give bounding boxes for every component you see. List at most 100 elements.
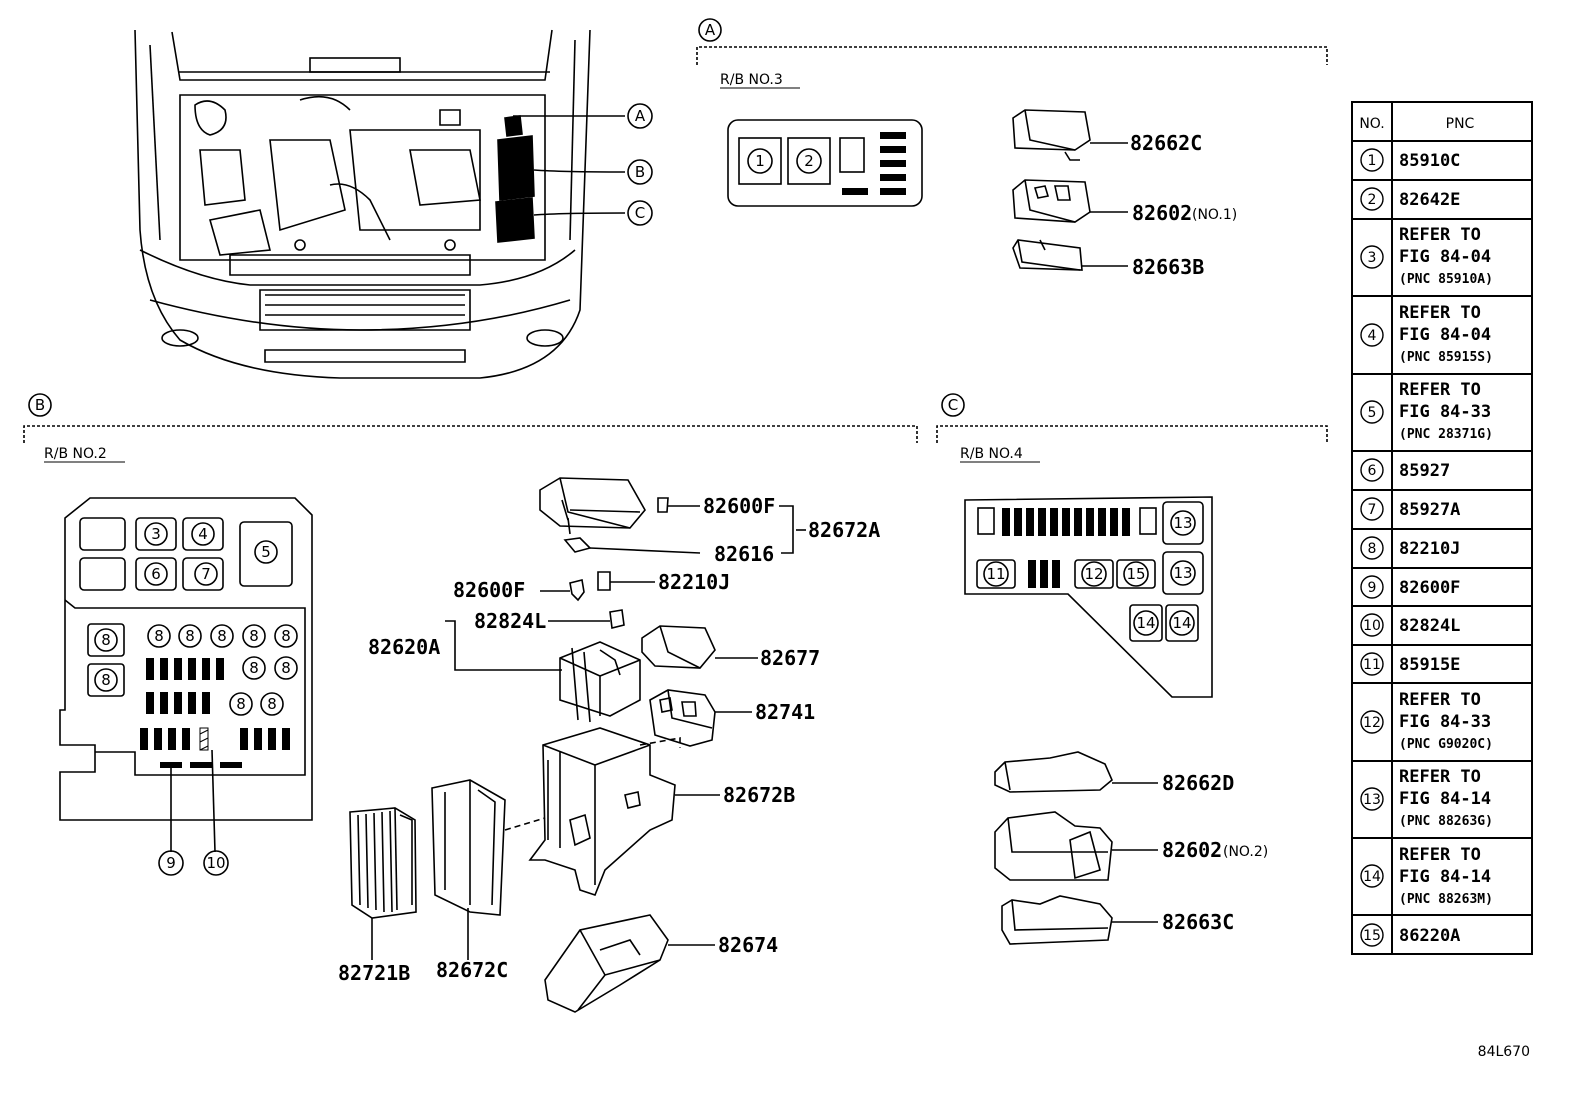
part-label-82677: 82677	[760, 646, 820, 670]
part-82600F-small-drawing	[569, 579, 585, 602]
part-label-82600F-top: 82600F	[703, 494, 775, 518]
section-b-title: R/B NO.2	[44, 446, 107, 462]
table-row: 3 REFER TO FIG 84-04 (PNC 85910A)	[1368, 225, 1493, 287]
part-82672B-housing-drawing	[528, 727, 676, 896]
box-number-14: 14	[1136, 614, 1155, 632]
row-number: 2	[1368, 192, 1377, 208]
box-number-8: 8	[101, 631, 111, 649]
part-82602-no2-drawing	[994, 811, 1113, 881]
callout-b-label: B	[635, 163, 645, 181]
part-label-82741: 82741	[755, 700, 815, 724]
box-number-8: 8	[101, 671, 111, 689]
table-row: 6 85927	[1368, 461, 1451, 481]
part-note-no1: (NO.1)	[1192, 207, 1237, 223]
part-note-no2: (NO.2)	[1223, 844, 1268, 860]
callout-c-leader	[533, 212, 626, 216]
row-number: 10	[1363, 618, 1381, 634]
part-label-82620A: 82620A	[368, 635, 440, 659]
row-pnc: 82210J	[1399, 539, 1460, 559]
part-label-82210J: 82210J	[658, 570, 730, 594]
part-82620A-block-drawing	[559, 641, 641, 723]
callout-a-circle	[627, 103, 653, 129]
table-row: 4 REFER TO FIG 84-04 (PNC 85915S)	[1368, 303, 1493, 365]
section-b-bracket	[23, 425, 918, 443]
diagram-id: 84L670	[1478, 1044, 1530, 1060]
row-pnc-line: REFER TO	[1399, 767, 1481, 787]
callout-c-label: C	[635, 204, 645, 222]
box-number-4: 4	[198, 525, 208, 543]
row-number: 15	[1363, 928, 1381, 944]
part-label-82663C: 82663C	[1162, 910, 1234, 934]
part-label-82672B: 82672B	[723, 783, 795, 807]
row-pnc-line: FIG 84-04	[1399, 247, 1491, 267]
part-label-82824L: 82824L	[474, 609, 546, 633]
box-number-8: 8	[281, 627, 291, 645]
table-row: 11 85915E	[1363, 655, 1460, 675]
part-label-82600F: 82600F	[453, 578, 525, 602]
row-number: 1	[1368, 153, 1377, 169]
part-label-82672C: 82672C	[436, 958, 508, 982]
rb-no3-layout	[727, 119, 923, 207]
part-82210J-relay-drawing	[597, 571, 611, 591]
box-number-12: 12	[1084, 565, 1103, 583]
row-pnc: 85927	[1399, 461, 1450, 481]
part-82674-tray-drawing	[544, 914, 669, 1013]
section-c-letter: C	[948, 396, 958, 414]
part-82672C-cover-drawing	[431, 779, 506, 916]
row-pnc-line: FIG 84-04	[1399, 325, 1491, 345]
table-row: 13 REFER TO FIG 84-14 (PNC 88263G)	[1363, 767, 1493, 829]
row-pnc-line: FIG 84-33	[1399, 402, 1491, 422]
box-number-11: 11	[986, 565, 1005, 583]
row-pnc-line: REFER TO	[1399, 690, 1481, 710]
row-pnc-line: REFER TO	[1399, 303, 1481, 323]
row-pnc-line: FIG 84-33	[1399, 712, 1491, 732]
row-pnc: 82600F	[1399, 578, 1460, 598]
box-number-3: 3	[151, 525, 161, 543]
part-label-82662C: 82662C	[1130, 131, 1202, 155]
table-row: 9 82600F	[1368, 578, 1461, 598]
part-label-82602-no1: 82602	[1132, 201, 1192, 225]
table-row: 7 85927A	[1368, 500, 1461, 520]
rb-no4-layout	[964, 496, 1213, 698]
row-pnc: 82824L	[1399, 616, 1460, 636]
row-number: 8	[1368, 541, 1377, 557]
part-82741-block-drawing	[649, 689, 716, 747]
row-pnc-line: FIG 84-14	[1399, 789, 1491, 809]
row-pnc-line: (PNC 85915S)	[1399, 350, 1493, 365]
box-number-7: 7	[201, 565, 211, 583]
row-pnc-line: REFER TO	[1399, 380, 1481, 400]
box-number-8: 8	[281, 659, 291, 677]
part-label-82662D: 82662D	[1162, 771, 1234, 795]
row-pnc-line: (PNC 88263M)	[1399, 892, 1493, 907]
table-row: 1 85910C	[1368, 151, 1461, 171]
engine-bay-illustration	[134, 29, 591, 379]
table-row: 14 REFER TO FIG 84-14 (PNC 88263M)	[1363, 845, 1493, 907]
box-number-13: 13	[1173, 564, 1192, 582]
table-row: 12 REFER TO FIG 84-33 (PNC G9020C)	[1363, 690, 1493, 752]
row-number: 6	[1368, 463, 1377, 479]
row-pnc-line: (PNC 85910A)	[1399, 272, 1493, 287]
callout-b-circle	[627, 159, 653, 185]
box-number-14: 14	[1172, 614, 1191, 632]
box-number-9: 9	[166, 854, 176, 872]
row-pnc: 85915E	[1399, 655, 1460, 675]
table-header-no: NO.	[1359, 116, 1384, 132]
section-c-marker	[941, 393, 965, 417]
part-label-82721B: 82721B	[338, 961, 410, 985]
table-header-pnc: PNC	[1446, 116, 1475, 132]
relay-block-c-marker	[495, 197, 535, 243]
box-number-8: 8	[154, 627, 164, 645]
row-pnc: 86220A	[1399, 926, 1460, 946]
row-pnc-line: (PNC 28371G)	[1399, 427, 1493, 442]
part-82677-cover-drawing	[641, 625, 716, 669]
part-label-82672A: 82672A	[808, 518, 880, 542]
box-number-2: 2	[804, 152, 814, 170]
part-82663C-drawing	[1001, 895, 1113, 945]
row-number: 5	[1368, 405, 1377, 421]
section-a-bracket	[696, 46, 1328, 65]
section-a-marker	[698, 18, 722, 42]
section-a-title: R/B NO.3	[720, 72, 783, 88]
box-number-8: 8	[217, 627, 227, 645]
table-row: 5 REFER TO FIG 84-33 (PNC 28371G)	[1368, 380, 1493, 442]
